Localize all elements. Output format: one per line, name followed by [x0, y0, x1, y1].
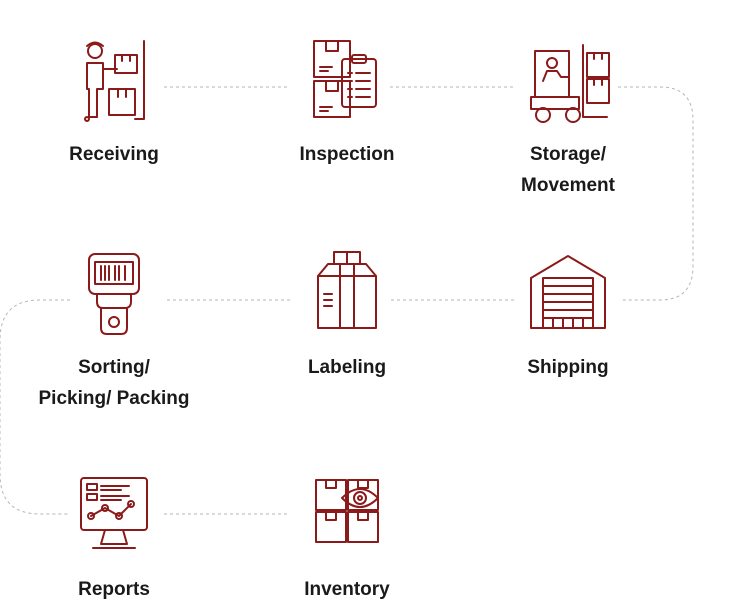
step-label-sorting-picking-packing: Sorting/ Picking/ Packing [38, 357, 190, 409]
worker-boxes-icon [84, 40, 145, 122]
connector-storage-shipping [618, 86, 694, 301]
warehouse-door-icon [530, 255, 606, 329]
step-shipping: Shipping [473, 250, 663, 383]
step-inspection: Inspection [252, 37, 442, 170]
step-label-inspection: Inspection [299, 144, 395, 165]
step-label-reports: Reports [78, 579, 150, 600]
step-inventory: Inventory [252, 472, 442, 605]
step-label-inventory: Inventory [304, 579, 390, 600]
connector-sorting-reports [0, 299, 70, 515]
clipboard-boxes-icon [313, 40, 377, 118]
step-label-labeling: Labeling [307, 357, 387, 378]
boxes-eye-icon [315, 479, 379, 543]
step-receiving: Receiving [19, 37, 209, 170]
step-label-storage-movement: Storage/ Movement [521, 144, 615, 196]
step-label-shipping: Shipping [527, 357, 609, 378]
step-label-receiving: Receiving [69, 144, 159, 165]
step-reports: Reports [19, 472, 209, 605]
barcode-scanner-icon [88, 253, 140, 335]
labeled-box-icon [317, 251, 377, 329]
step-sorting-picking-packing: Sorting/ Picking/ Packing [19, 250, 209, 414]
step-labeling: Labeling [252, 250, 442, 383]
step-storage-movement: Storage/ Movement [473, 37, 663, 201]
forklift-icon [530, 44, 610, 123]
monitor-chart-icon [80, 477, 148, 549]
